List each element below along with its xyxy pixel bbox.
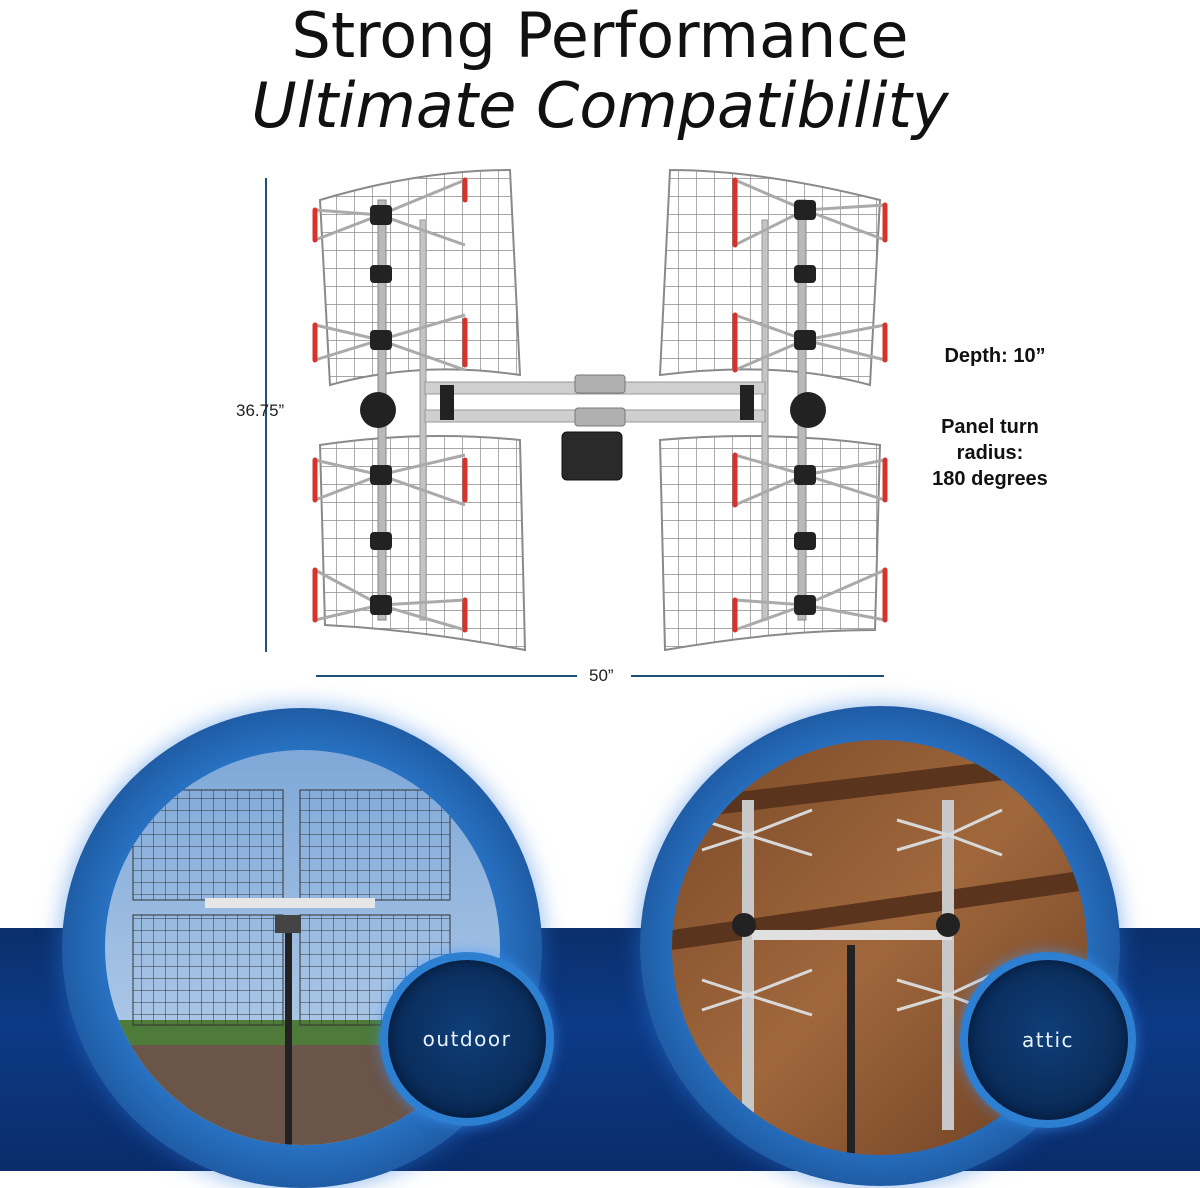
turn-radius-line1: Panel turn: [941, 416, 1039, 438]
turn-radius-line3: 180 degrees: [932, 468, 1048, 490]
subheadline: Ultimate Compatibility: [251, 69, 949, 142]
turn-radius-spec: Panel turn radius: 180 degrees: [900, 414, 1080, 492]
attic-label: attic: [1022, 1028, 1074, 1052]
width-label: 50”: [589, 666, 614, 685]
width-dimension-line-left: [316, 675, 577, 677]
attic-photo: [672, 740, 1087, 1155]
height-label: 36.75”: [236, 401, 285, 420]
depth-spec: Depth: 10”: [944, 345, 1046, 367]
attic-badge: attic: [960, 952, 1136, 1128]
antenna-illustration: [312, 168, 888, 652]
reflector-panel-top-right: [658, 168, 882, 387]
headline: Strong Performance: [291, 0, 909, 72]
outdoor-label: outdoor: [422, 1027, 512, 1051]
width-dimension-line-right: [631, 675, 884, 677]
turn-radius-line2: radius:: [956, 442, 1024, 464]
height-dimension-line: [265, 178, 267, 652]
outdoor-badge: outdoor: [380, 952, 554, 1126]
